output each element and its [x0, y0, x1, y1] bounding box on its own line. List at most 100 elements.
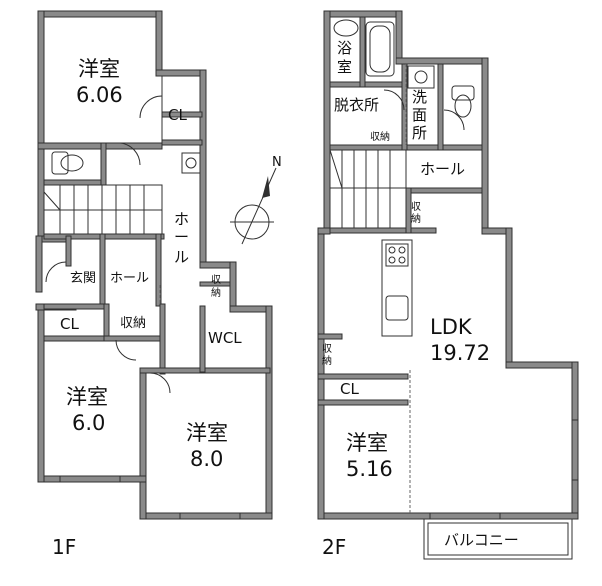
walkin-closet-label: WCL — [208, 329, 242, 347]
wall — [199, 69, 207, 266]
staircase — [329, 149, 407, 229]
room-size-bedroom-top: 6.06 — [76, 83, 123, 107]
room-size-bedroom-2f: 5.16 — [346, 457, 393, 481]
door-swing — [119, 142, 141, 166]
bathtub-icon — [365, 21, 395, 77]
wall — [323, 10, 403, 18]
dressing-label: 脱衣所 — [334, 96, 379, 114]
wall — [100, 142, 107, 186]
wall — [139, 369, 147, 520]
room-size-bedroom-left: 6.0 — [72, 411, 105, 435]
wall — [35, 235, 43, 293]
room-size-bedroom-right: 8.0 — [190, 447, 223, 471]
balcony-outline — [427, 522, 569, 556]
wall — [99, 233, 106, 307]
wall — [437, 63, 444, 151]
closet-label-top: CL — [168, 106, 187, 124]
wall — [37, 142, 163, 150]
storage-ldk-label-char-1: 収 — [322, 343, 332, 355]
balcony-label: バルコニー — [444, 531, 519, 549]
hall-label-1f-char-2: ー — [174, 228, 189, 246]
floor-label-2f: 2F — [322, 535, 346, 559]
wall — [37, 475, 147, 483]
room-name-bedroom-2f: 洋室 — [346, 431, 388, 455]
kitchen-counter — [381, 239, 413, 337]
wall — [161, 139, 203, 146]
bath-label-char-2: 室 — [337, 58, 352, 76]
washbasin-icon — [407, 65, 435, 89]
hall-label-2f: ホール — [420, 160, 465, 178]
room-name-bedroom-left: 洋室 — [66, 385, 108, 409]
storage-dressing-label: 収納 — [370, 130, 390, 143]
wall — [323, 10, 331, 234]
sink-icon — [181, 152, 201, 174]
floor-1-plan: 洋室 6.06 CL ホ ー ル 玄関 ホール 収 納 CL 収納 WCL 洋室… — [35, 10, 273, 559]
bath-label-char-1: 浴 — [337, 39, 352, 57]
storage-small-label-char-1: 収 — [211, 274, 221, 286]
storage-stair-label-char-2: 納 — [411, 212, 421, 225]
wall — [505, 361, 579, 369]
hall-label-1f-char-3: ル — [174, 248, 189, 266]
wall — [571, 361, 579, 519]
storage-small-label-char-2: 納 — [211, 286, 221, 299]
wall — [265, 305, 273, 519]
door-swing — [149, 372, 171, 394]
wall — [229, 305, 271, 313]
wall — [37, 142, 45, 239]
wall — [329, 81, 403, 88]
wall — [43, 335, 105, 342]
storage-stair-label-char-1: 収 — [411, 201, 421, 213]
wall — [37, 10, 45, 148]
room-name-bedroom-right: 洋室 — [186, 421, 228, 445]
door-swing — [115, 339, 137, 361]
washroom-label-char-3: 所 — [412, 124, 427, 142]
door-swing — [139, 95, 163, 119]
wall — [103, 335, 165, 342]
washroom-label-char-2: 面 — [412, 106, 427, 124]
wall — [329, 227, 437, 234]
hall-label-1f-char-1: ホ — [174, 210, 189, 228]
washroom-label-char-1: 洗 — [412, 88, 427, 106]
wall — [199, 305, 206, 373]
wall — [505, 227, 513, 369]
closet-label-2f: CL — [340, 380, 359, 398]
wall — [43, 179, 107, 186]
wall — [199, 261, 235, 269]
wall — [43, 303, 105, 310]
wall — [317, 373, 409, 380]
floor-2-plan: 浴 室 脱衣所 収納 洗 面 所 ホール 収 納 LDK 19.72 収 納 C… — [317, 10, 579, 560]
room-name-ldk: LDK — [430, 315, 473, 339]
wall — [37, 305, 45, 483]
wall — [405, 187, 483, 194]
wall — [65, 235, 72, 267]
compass-north-label: N — [272, 155, 282, 170]
balcony-outline — [423, 518, 573, 560]
wall — [159, 303, 166, 375]
floor-label-1f: 1F — [52, 535, 76, 559]
room-name-bedroom-top: 洋室 — [78, 57, 120, 81]
door-swing — [383, 89, 405, 111]
storage-left-label: 収納 — [120, 316, 146, 331]
entrance-label: 玄関 — [70, 271, 96, 286]
toilet-icon — [51, 151, 84, 175]
wall — [229, 261, 237, 313]
wall — [155, 69, 207, 77]
wall — [199, 281, 231, 287]
door-swing — [45, 261, 67, 283]
wall — [317, 227, 331, 235]
wall — [317, 333, 343, 340]
room-size-ldk: 19.72 — [430, 341, 490, 365]
wall — [481, 57, 489, 235]
sink-icon — [333, 19, 359, 37]
staircase — [43, 184, 163, 235]
storage-ldk-label-char-2: 納 — [322, 354, 332, 367]
compass-icon: N — [230, 155, 282, 245]
closet-label-left: CL — [60, 315, 79, 333]
wall — [359, 16, 366, 88]
wall — [395, 57, 489, 65]
wall — [37, 10, 163, 18]
wall — [317, 512, 579, 520]
wall — [155, 10, 163, 74]
wall — [103, 303, 110, 341]
